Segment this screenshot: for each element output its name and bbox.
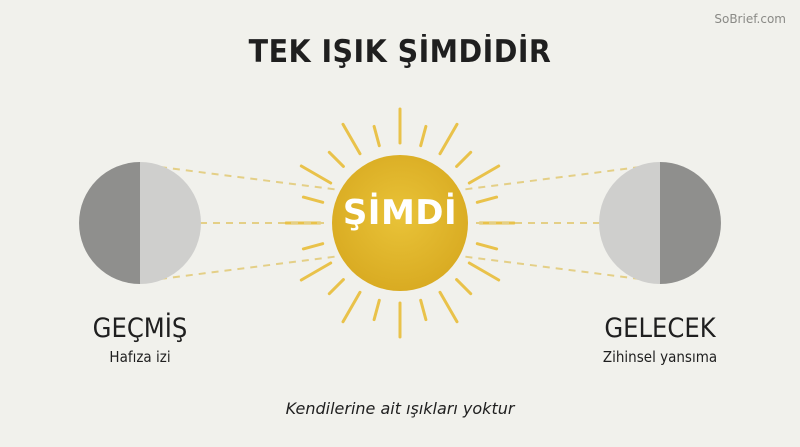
connector-past-bottom (159, 255, 341, 280)
sun-ray (455, 278, 473, 296)
past-label: GEÇMİŞ (92, 313, 188, 344)
sun-ray (438, 290, 459, 324)
sun-ray (327, 278, 345, 296)
future-moon-dark-half (660, 162, 721, 284)
future-subtitle: Zihinsel yansıma (602, 348, 718, 366)
sun-ray (299, 164, 333, 185)
future-label-group: GELECEK Zihinsel yansıma (560, 314, 760, 368)
sun-ray (438, 122, 459, 156)
sun-disc (332, 155, 468, 291)
connector-past-top (159, 166, 341, 191)
past-subtitle: Hafıza izi (109, 348, 171, 366)
connector-lines (159, 166, 641, 280)
sun-ray (467, 261, 501, 282)
sun-ray (467, 164, 501, 185)
connector-future-bottom (459, 255, 641, 280)
sun-ray (419, 124, 428, 148)
diagram-title: TEK IŞIK ŞİMDİDİR (248, 34, 552, 70)
sun-ray (419, 298, 428, 322)
sun-ray (299, 261, 333, 282)
future-moon (599, 162, 721, 284)
connector-future-top (459, 166, 641, 191)
sun-ray (475, 242, 499, 251)
sun-ray (327, 150, 345, 168)
past-moon (79, 162, 201, 284)
sun-ray (341, 122, 362, 156)
past-moon-light-half (140, 162, 201, 284)
sun-ray (372, 298, 381, 322)
watermark: SoBrief.com (714, 12, 786, 26)
past-moon-dark-half (79, 162, 140, 284)
future-label: GELECEK (604, 313, 716, 344)
sun-ray (301, 242, 325, 251)
future-moon-light-half (599, 162, 660, 284)
past-label-group: GEÇMİŞ Hafıza izi (40, 314, 240, 368)
bottom-note: Kendilerine ait ışıkları yoktur (285, 399, 515, 418)
sun-ray (455, 150, 473, 168)
sun-ray (301, 195, 325, 204)
sun-label: ŞİMDİ (342, 193, 458, 233)
sun-ray (372, 124, 381, 148)
sun-ray (341, 290, 362, 324)
sun-ray (475, 195, 499, 204)
